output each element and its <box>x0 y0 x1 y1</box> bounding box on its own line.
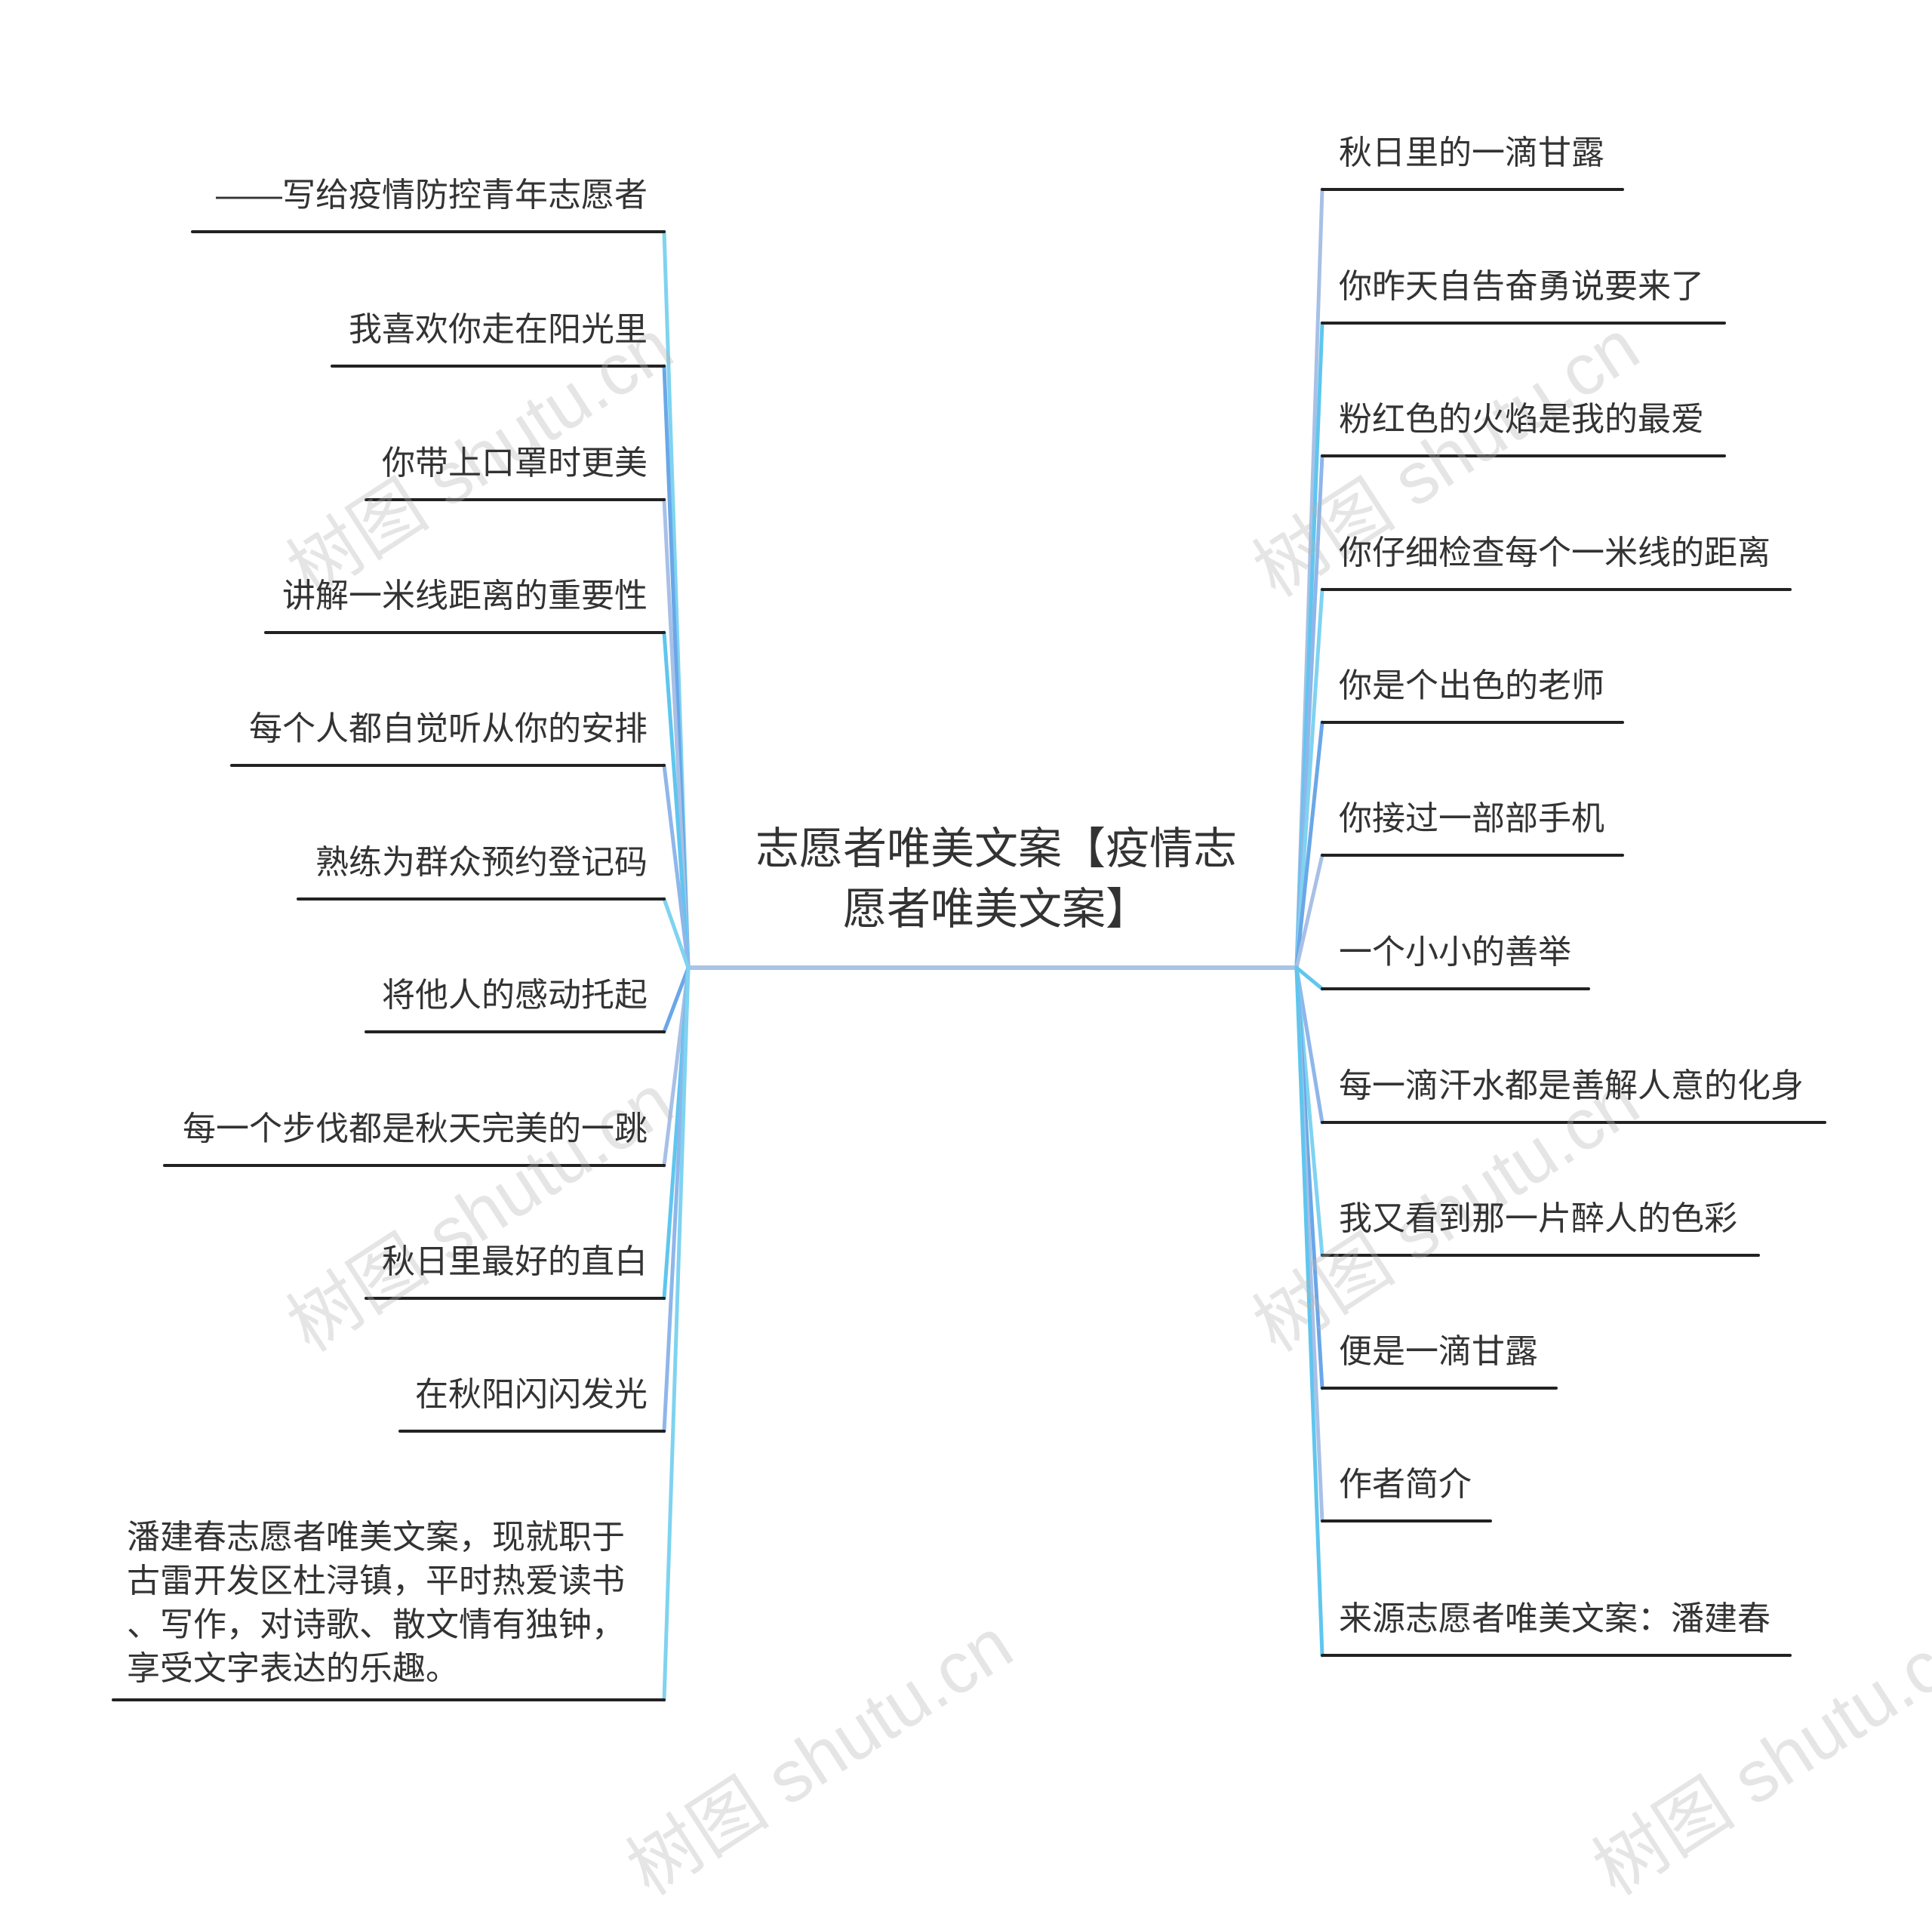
branch-right-1[interactable]: 秋日里的一滴甘露 <box>1339 134 1604 171</box>
connector-left-7 <box>662 965 691 1034</box>
branch-right-7[interactable]: 一个小小的善举 <box>1339 934 1571 971</box>
branch-left-7[interactable]: 将他人的感动托起 <box>382 977 648 1014</box>
branch-right-8[interactable]: 每一滴汗水都是善解人意的化身 <box>1339 1067 1804 1104</box>
branch-right-2[interactable]: 你昨天自告奋勇说要来了 <box>1339 268 1704 305</box>
branch-left-3[interactable]: 你带上口罩时更美 <box>382 445 648 482</box>
branch-left-11-line-1: 潘建春志愿者唯美文案，现就职于 <box>127 1519 625 1556</box>
branch-left-1[interactable]: ——写给疫情防控青年志愿者 <box>216 177 648 214</box>
connector-left-11 <box>662 965 691 1702</box>
branch-right-3[interactable]: 粉红色的火焰是我的最爱 <box>1339 401 1704 438</box>
connector-right-6 <box>1294 853 1324 970</box>
branch-left-2[interactable]: 我喜欢你走在阳光里 <box>349 311 648 348</box>
branch-left-11-line-4: 享受文字表达的乐趣。 <box>127 1650 459 1687</box>
branch-left-11-line-3: 、写作，对诗歌、散文情有独钟， <box>127 1606 625 1643</box>
connector-left-6 <box>662 897 691 970</box>
branch-left-6[interactable]: 熟练为群众预约登记码 <box>315 844 648 881</box>
connector-right-4 <box>1294 587 1324 970</box>
root-topic-line-1: 志愿者唯美文案【疫情志 <box>755 824 1237 873</box>
branch-right-4[interactable]: 你仔细检查每个一米线的距离 <box>1339 534 1770 571</box>
connector-right-7 <box>1294 965 1324 991</box>
branch-right-9[interactable]: 我又看到那一片醉人的色彩 <box>1339 1200 1737 1237</box>
branch-left-5[interactable]: 每个人都自觉听从你的安排 <box>249 710 648 747</box>
root-topic-line-2: 愿者唯美文案】 <box>842 885 1149 934</box>
branch-right-5[interactable]: 你是个出色的老师 <box>1339 667 1604 704</box>
root-topic[interactable]: 志愿者唯美文案【疫情志 愿者唯美文案】 <box>724 819 1268 940</box>
connector-right-8 <box>1294 965 1324 1125</box>
branch-left-4[interactable]: 讲解一米线距离的重要性 <box>282 577 648 614</box>
mind-map-canvas <box>112 187 1826 1702</box>
connector-left-4 <box>662 630 691 970</box>
branch-left-9[interactable]: 秋日里最好的直白 <box>382 1243 648 1280</box>
branch-left-11[interactable]: 潘建春志愿者唯美文案，现就职于古雷开发区杜浔镇，平时热爱读书、写作，对诗歌、散文… <box>127 1516 648 1691</box>
branch-right-6[interactable]: 你接过一部部手机 <box>1339 800 1604 837</box>
branch-left-8[interactable]: 每一个步伐都是秋天完美的一跳 <box>183 1110 648 1147</box>
connector-right-12 <box>1294 965 1324 1658</box>
branch-right-11[interactable]: 作者简介 <box>1339 1466 1472 1503</box>
connector-right-5 <box>1294 720 1324 970</box>
branch-left-10[interactable]: 在秋阳闪闪发光 <box>415 1376 648 1413</box>
branch-right-10[interactable]: 便是一滴甘露 <box>1339 1333 1538 1370</box>
branch-left-11-line-2: 古雷开发区杜浔镇，平时热爱读书 <box>127 1562 625 1599</box>
branch-right-12[interactable]: 来源志愿者唯美文案：潘建春 <box>1339 1600 1770 1637</box>
connector-left-5 <box>662 763 691 970</box>
